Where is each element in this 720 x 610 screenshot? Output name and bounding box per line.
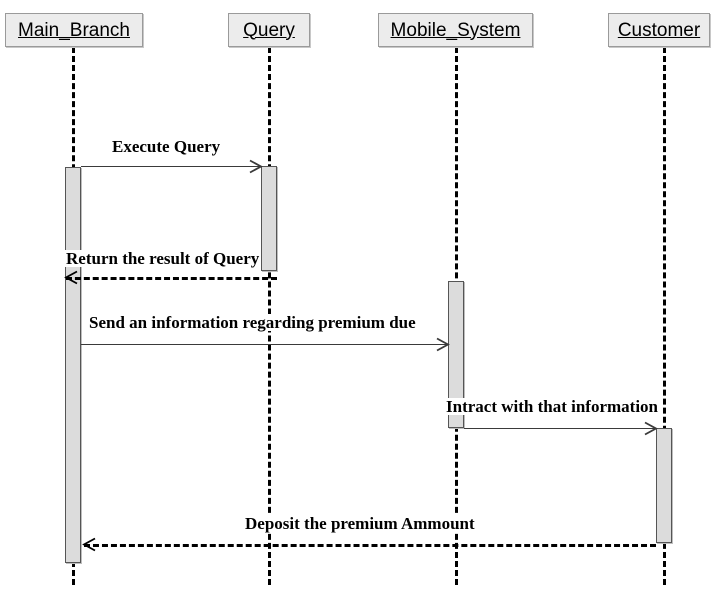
activation-bar-customer[interactable] bbox=[656, 428, 672, 543]
activation-bar-query[interactable] bbox=[261, 166, 277, 271]
lifeline-header-mobile_system[interactable]: Mobile_System bbox=[378, 13, 533, 47]
message-label-msg-return-result: Return the result of Query bbox=[64, 249, 262, 268]
arrowhead-icon bbox=[644, 421, 658, 435]
lifeline-label: Mobile_System bbox=[390, 19, 521, 41]
lifeline-label: Customer bbox=[617, 19, 701, 41]
message-label-msg-send-premium-info: Send an information regarding premium du… bbox=[87, 313, 418, 332]
message-line bbox=[81, 166, 261, 167]
arrowhead-icon bbox=[436, 337, 450, 351]
lifeline-label: Main_Branch bbox=[18, 19, 130, 41]
arrowhead-icon bbox=[64, 270, 78, 284]
message-line bbox=[84, 544, 656, 547]
arrowhead-icon bbox=[249, 159, 263, 173]
arrowhead-icon bbox=[82, 537, 96, 551]
lifeline-header-query[interactable]: Query bbox=[228, 13, 310, 47]
lifeline-stem-customer bbox=[662, 47, 666, 585]
lifeline-header-customer[interactable]: Customer bbox=[608, 13, 710, 47]
message-label-msg-execute-query: Execute Query bbox=[110, 137, 223, 156]
message-line bbox=[464, 428, 656, 429]
message-label-msg-deposit-premium: Deposit the premium Ammount bbox=[243, 514, 477, 533]
message-line bbox=[66, 277, 277, 280]
lifeline-header-main_branch[interactable]: Main_Branch bbox=[5, 13, 143, 47]
activation-bar-mobile_system[interactable] bbox=[448, 281, 464, 428]
message-line bbox=[81, 344, 448, 345]
message-label-msg-intract-information: Intract with that information bbox=[444, 397, 661, 416]
lifeline-label: Query bbox=[243, 19, 295, 41]
activation-bar-main_branch[interactable] bbox=[65, 167, 81, 563]
